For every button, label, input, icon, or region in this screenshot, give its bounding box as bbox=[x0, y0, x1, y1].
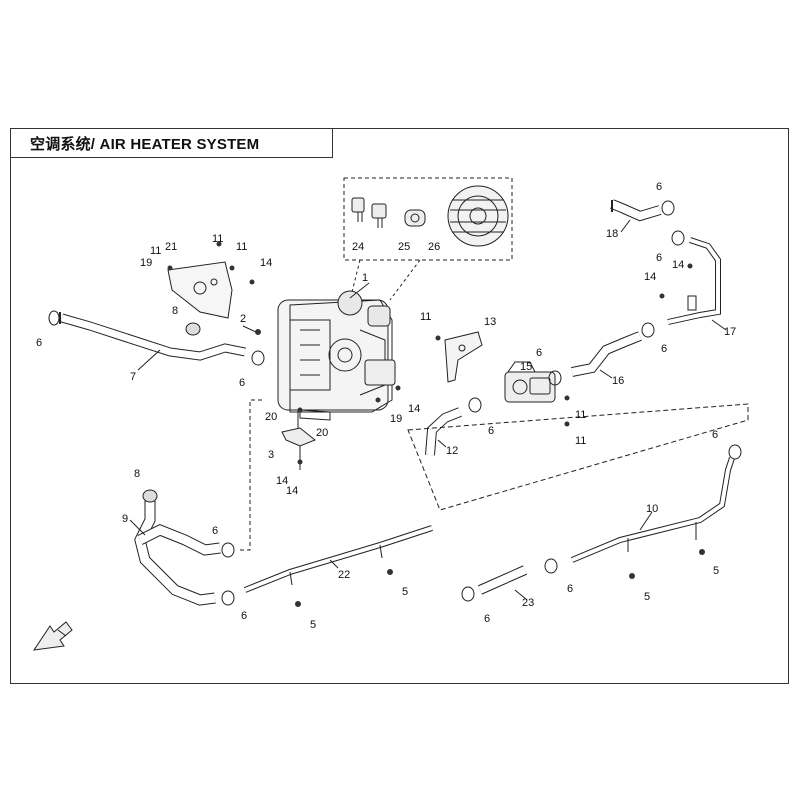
callout-2: 2 bbox=[240, 313, 246, 325]
callout-6: 6 bbox=[656, 181, 662, 193]
hose-16 bbox=[571, 331, 642, 377]
callout-14: 14 bbox=[286, 485, 298, 497]
callout-11: 11 bbox=[212, 233, 223, 245]
callout-12: 12 bbox=[446, 445, 458, 457]
callout-6: 6 bbox=[488, 425, 494, 437]
callout-20: 20 bbox=[316, 427, 328, 439]
callout-25: 25 bbox=[398, 241, 410, 253]
title-box bbox=[10, 128, 333, 158]
callout-6: 6 bbox=[661, 343, 667, 355]
blower-wheel bbox=[447, 185, 509, 247]
bracket-3 bbox=[281, 410, 316, 470]
callout-5: 5 bbox=[713, 565, 719, 577]
callout-6: 6 bbox=[656, 252, 662, 264]
page-title: 空调系统/ AIR HEATER SYSTEM bbox=[30, 136, 260, 153]
callout-5: 5 bbox=[310, 619, 316, 631]
hose-18 bbox=[610, 199, 662, 222]
heater-unit bbox=[277, 290, 396, 421]
callout-6: 6 bbox=[536, 347, 542, 359]
callout-19: 19 bbox=[390, 413, 402, 425]
callout-23: 23 bbox=[522, 597, 534, 609]
pipe-22 bbox=[243, 525, 433, 593]
callout-14: 14 bbox=[644, 271, 656, 283]
callout-6: 6 bbox=[36, 337, 42, 349]
callout-24: 24 bbox=[352, 241, 364, 253]
callout-22: 22 bbox=[338, 569, 350, 581]
callout-11: 11 bbox=[575, 409, 586, 421]
callout-26: 26 bbox=[428, 241, 440, 253]
callout-6: 6 bbox=[239, 377, 245, 389]
callout-11: 11 bbox=[420, 311, 431, 323]
pipe-17 bbox=[667, 237, 721, 325]
callout-11: 11 bbox=[575, 435, 586, 447]
callout-11: 11 bbox=[150, 245, 161, 257]
callout-6: 6 bbox=[712, 429, 718, 441]
blower-kit-box bbox=[343, 177, 513, 261]
callout-9: 9 bbox=[122, 513, 128, 525]
water-valve bbox=[504, 361, 556, 403]
grommet-upper bbox=[185, 322, 201, 336]
callout-3: 3 bbox=[268, 449, 274, 461]
blower-motor bbox=[404, 209, 426, 227]
pipe-10 bbox=[570, 457, 735, 563]
bracket-left bbox=[167, 261, 233, 319]
callout-5: 5 bbox=[402, 586, 408, 598]
callout-14: 14 bbox=[408, 403, 420, 415]
callout-8: 8 bbox=[172, 305, 178, 317]
callout-13: 13 bbox=[484, 316, 496, 328]
hose-9 bbox=[134, 500, 221, 606]
callout-15: 15 bbox=[520, 361, 532, 373]
callout-21: 21 bbox=[165, 241, 177, 253]
callout-19: 19 bbox=[140, 257, 152, 269]
callout-14: 14 bbox=[672, 259, 684, 271]
callout-16: 16 bbox=[612, 375, 624, 387]
callout-10: 10 bbox=[646, 503, 658, 515]
hose-7 bbox=[59, 312, 246, 361]
callout-6: 6 bbox=[212, 525, 218, 537]
callout-1: 1 bbox=[362, 272, 368, 284]
callout-5: 5 bbox=[644, 591, 650, 603]
connector-clips bbox=[351, 197, 387, 228]
callout-6: 6 bbox=[484, 613, 490, 625]
callout-14: 14 bbox=[260, 257, 272, 269]
direction-arrow-icon bbox=[32, 621, 73, 651]
hose-23 bbox=[477, 565, 528, 595]
hose-12 bbox=[425, 407, 462, 456]
bracket-13 bbox=[444, 331, 483, 383]
callout-20: 20 bbox=[265, 411, 277, 423]
hardware-fasteners bbox=[167, 241, 705, 607]
callout-18: 18 bbox=[606, 228, 618, 240]
callout-14: 14 bbox=[276, 475, 288, 487]
callout-17: 17 bbox=[724, 326, 736, 338]
diagram-frame bbox=[10, 128, 789, 684]
callout-7: 7 bbox=[130, 371, 136, 383]
callout-6: 6 bbox=[241, 610, 247, 622]
callout-11: 11 bbox=[236, 241, 247, 253]
callout-8: 8 bbox=[134, 468, 140, 480]
callout-6: 6 bbox=[567, 583, 573, 595]
